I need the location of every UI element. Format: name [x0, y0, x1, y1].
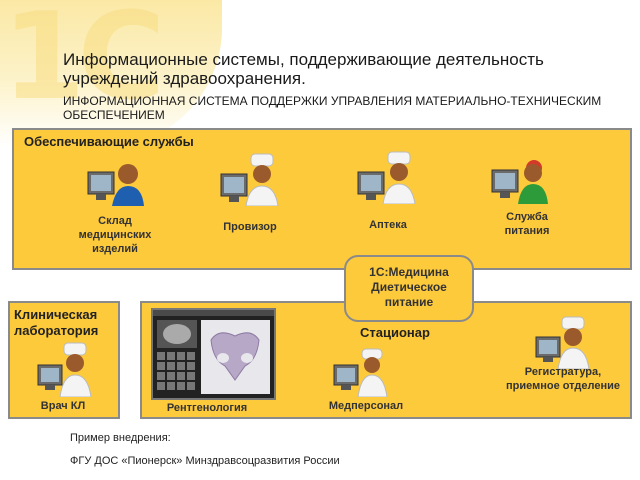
- page-title: Информационные системы, поддерживающие д…: [63, 50, 544, 88]
- clinical-lab-label: Клиническая лаборатория: [14, 307, 99, 338]
- page-subtitle: ИНФОРМАЦИОННАЯ СИСТЕМА ПОДДЕРЖКИ УПРАВЛЕ…: [63, 94, 602, 122]
- doctor-at-computer-icon: [534, 315, 596, 370]
- support-services-panel: Обеспечивающие службы Склад медицинских …: [12, 128, 632, 270]
- role-label-warehouse: Склад медицинских изделий: [78, 215, 152, 255]
- doctor-at-computer-icon: [36, 341, 98, 398]
- footer-example-label: Пример внедрения:: [70, 432, 171, 444]
- doctor-at-computer-icon: [356, 150, 418, 205]
- user-at-computer-green-icon: [490, 154, 552, 204]
- role-label-medical-staff: Медперсонал: [328, 400, 404, 412]
- doctor-at-computer-icon: [219, 152, 281, 207]
- footer-organization: ФГУ ДОС «Пионерск» Минздравсоцразвития Р…: [70, 455, 340, 467]
- role-label-food-service: Служба питания: [504, 211, 550, 237]
- brand-logo-watermark: 1С: [0, 0, 222, 148]
- xray-viewer-image: [151, 308, 276, 400]
- doctor-at-computer-icon: [332, 347, 394, 398]
- diet-software-callout: 1С:Медицина Диетическое питание: [344, 255, 474, 322]
- role-label-registry: Регистратура, приемное отделение: [505, 366, 621, 392]
- hospital-label: Стационар: [360, 325, 430, 340]
- role-label-pharmacist: Провизор: [223, 221, 277, 233]
- role-label-lab-doctor: Врач КЛ: [40, 400, 86, 412]
- clinical-lab-panel: Клиническая лаборатория Врач КЛ: [8, 301, 120, 419]
- role-label-pharmacy: Аптека: [369, 219, 407, 231]
- role-label-radiology: Рентгенология: [166, 402, 248, 414]
- user-at-computer-blue-icon: [86, 156, 148, 206]
- support-services-label: Обеспечивающие службы: [24, 134, 194, 149]
- callout-text: 1С:Медицина Диетическое питание: [369, 265, 449, 309]
